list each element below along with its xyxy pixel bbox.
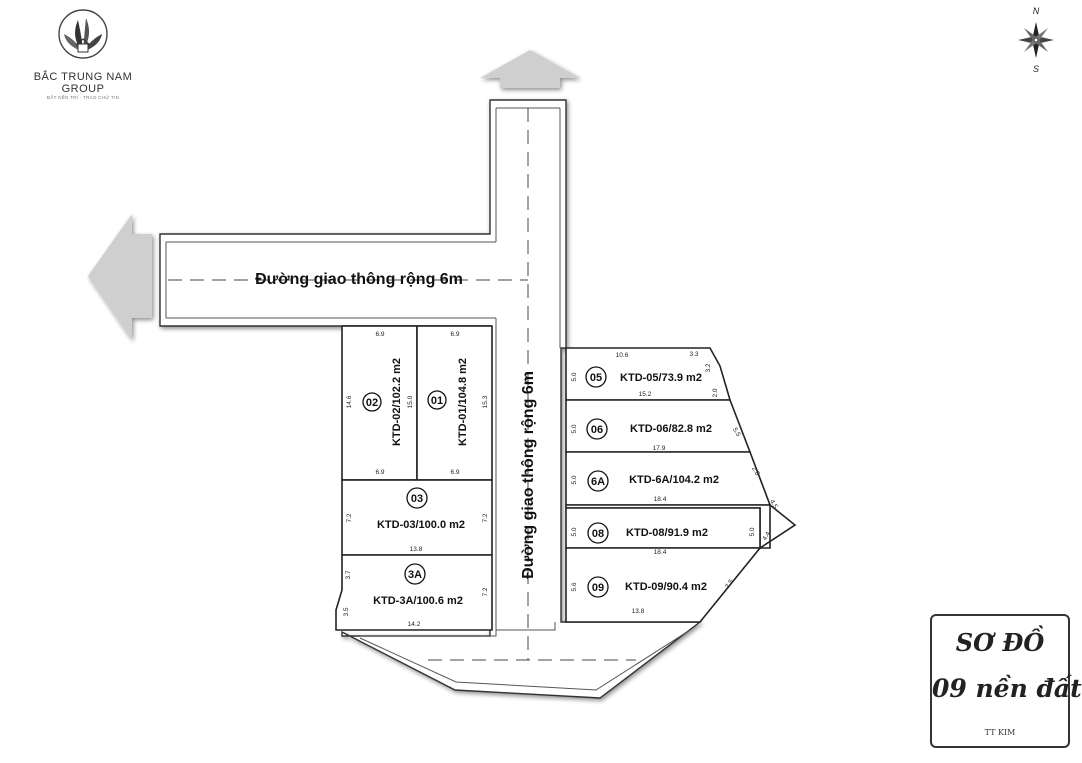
- title-heading: SƠ ĐỒ: [955, 628, 1045, 657]
- lot-6a-dim-corner: 4.5: [768, 499, 779, 511]
- lot-08-dim-corner: 4.4: [761, 530, 772, 542]
- lot-3a-dim-left-bottom: 3.5: [343, 607, 350, 616]
- lot-6a-number: 6A: [591, 476, 605, 488]
- lot-03-dim-right: 7.2: [482, 513, 489, 522]
- lot-06[interactable]: 06 KTD-06/82.8 m2 5.0 17.9 5.5: [571, 418, 742, 452]
- lot-02-label: KTD-02/102.2 m2: [391, 358, 403, 446]
- lot-block-right: [565, 347, 797, 623]
- direction-arrow-north: [480, 50, 580, 88]
- lot-6a[interactable]: 6A KTD-6A/104.2 m2 5.0 18.4 2.8 4.5: [571, 466, 779, 511]
- lot-01-number: 01: [431, 395, 443, 407]
- lot-01-dim-right: 15.3: [482, 395, 489, 408]
- lot-06-dim-right: 5.5: [731, 427, 742, 439]
- lot-6a-dim-bottom: 18.4: [654, 496, 667, 503]
- lot-06-dim-bottom: 17.9: [653, 445, 666, 452]
- lot-01-label: KTD-01/104.8 m2: [457, 358, 469, 446]
- lot-3a-number: 3A: [408, 569, 422, 581]
- lot-3a-dim-bottom: 14.2: [408, 621, 421, 628]
- lot-08-dim-left: 5.0: [571, 527, 578, 536]
- lot-09-outline: [565, 547, 762, 623]
- lot-02-number: 02: [366, 397, 378, 409]
- title-lot-count: 09 nền đất: [932, 674, 1082, 703]
- lot-08[interactable]: 08 KTD-08/91.9 m2 5.0 18.4 5.0 4.4: [571, 522, 772, 556]
- lot-6a-label: KTD-6A/104.2 m2: [629, 474, 719, 486]
- road-label-horizontal: Đường giao thông rộng 6m: [255, 271, 463, 288]
- lot-3a-dim-right: 7.2: [482, 587, 489, 596]
- lot-02-dim-top: 6.9: [375, 331, 384, 338]
- compass-rose-icon: N S: [1018, 6, 1054, 74]
- lot-3a-outline: [335, 554, 493, 631]
- lot-05-dim-side-a: 3.2: [705, 363, 712, 372]
- title-location: TT KIM: [984, 728, 1016, 737]
- lot-08-dim-right: 5.0: [749, 527, 756, 536]
- lot-05-dim-left: 5.0: [571, 372, 578, 381]
- lot-02-dim-right: 15.0: [407, 395, 414, 408]
- lot-02-dim-left: 14.6: [346, 395, 353, 408]
- lot-06-dim-left: 5.0: [571, 424, 578, 433]
- lotus-house-logo: [58, 9, 108, 59]
- compass-north: N: [1033, 6, 1040, 16]
- lot-03[interactable]: 03 KTD-03/100.0 m2 7.2 13.8 7.2: [346, 487, 489, 553]
- lot-08-dim-bottom: 18.4: [654, 549, 667, 556]
- lot-09-number: 09: [592, 582, 604, 594]
- lot-02-dim-bottom: 6.9: [375, 469, 384, 476]
- lot-03-dim-bottom: 13.8: [410, 546, 423, 553]
- lot-05-dim-bottom: 15.2: [639, 391, 652, 398]
- lot-08-number: 08: [592, 528, 604, 540]
- title-box: SƠ ĐỒ 09 nền đất TT KIM: [930, 614, 1082, 748]
- lot-3a-dim-left-top: 3.7: [345, 570, 352, 579]
- lot-6a-dim-right: 2.8: [750, 466, 761, 478]
- brand-logo: BẮC TRUNG NAM GROUP ĐẤT NỀN TRI - TRAO C…: [18, 4, 148, 100]
- lot-05-number: 05: [590, 372, 602, 384]
- lot-05-outline: [565, 347, 732, 401]
- lot-09-dim-left: 5.6: [571, 582, 578, 591]
- lot-05-dim-top: 10.6: [616, 352, 629, 359]
- lot-09-label: KTD-09/90.4 m2: [625, 581, 707, 593]
- brand-tagline: ĐẤT NỀN TRI - TRAO CHỮ TÍN: [46, 95, 120, 100]
- lot-01-dim-top: 6.9: [450, 331, 459, 338]
- lot-06-number: 06: [591, 424, 603, 436]
- lot-03-number: 03: [411, 493, 423, 505]
- road-label-vertical: Đường giao thông rộng 6m: [520, 371, 537, 579]
- lot-05-label: KTD-05/73.9 m2: [620, 372, 702, 384]
- lot-05-dim-side-b: 2.0: [712, 388, 719, 397]
- lot-03-label: KTD-03/100.0 m2: [377, 519, 465, 531]
- direction-arrow-west: [88, 214, 152, 340]
- lot-09-dim-right: 7.5: [724, 578, 735, 590]
- lot-05-dim-top-right: 3.3: [689, 351, 698, 358]
- lot-6a-dim-left: 5.0: [571, 475, 578, 484]
- lot-3a[interactable]: 3A KTD-3A/100.6 m2 3.7 3.5 14.2 7.2: [343, 563, 489, 628]
- lot-02[interactable]: 02 KTD-02/102.2 m2 6.9 14.6 6.9 15.0: [346, 331, 414, 476]
- lot-09[interactable]: 09 KTD-09/90.4 m2 5.6 13.8 7.5: [571, 576, 735, 615]
- lot-01-dim-bottom: 6.9: [450, 469, 459, 476]
- lot-3a-label: KTD-3A/100.6 m2: [373, 595, 463, 607]
- brand-name: BẮC TRUNG NAM GROUP: [33, 71, 133, 95]
- lot-05[interactable]: 05 KTD-05/73.9 m2 10.6 3.3 3.2 2.0 15.2 …: [571, 351, 719, 398]
- lot-08-label: KTD-08/91.9 m2: [626, 527, 708, 539]
- road-network: [159, 99, 703, 699]
- lot-06-label: KTD-06/82.8 m2: [630, 423, 712, 435]
- lot-01[interactable]: 01 KTD-01/104.8 m2 6.9 15.3 6.9: [427, 331, 489, 476]
- lot-03-dim-left: 7.2: [346, 513, 353, 522]
- compass-south: S: [1033, 64, 1039, 74]
- lot-09-dim-bottom: 13.8: [632, 608, 645, 615]
